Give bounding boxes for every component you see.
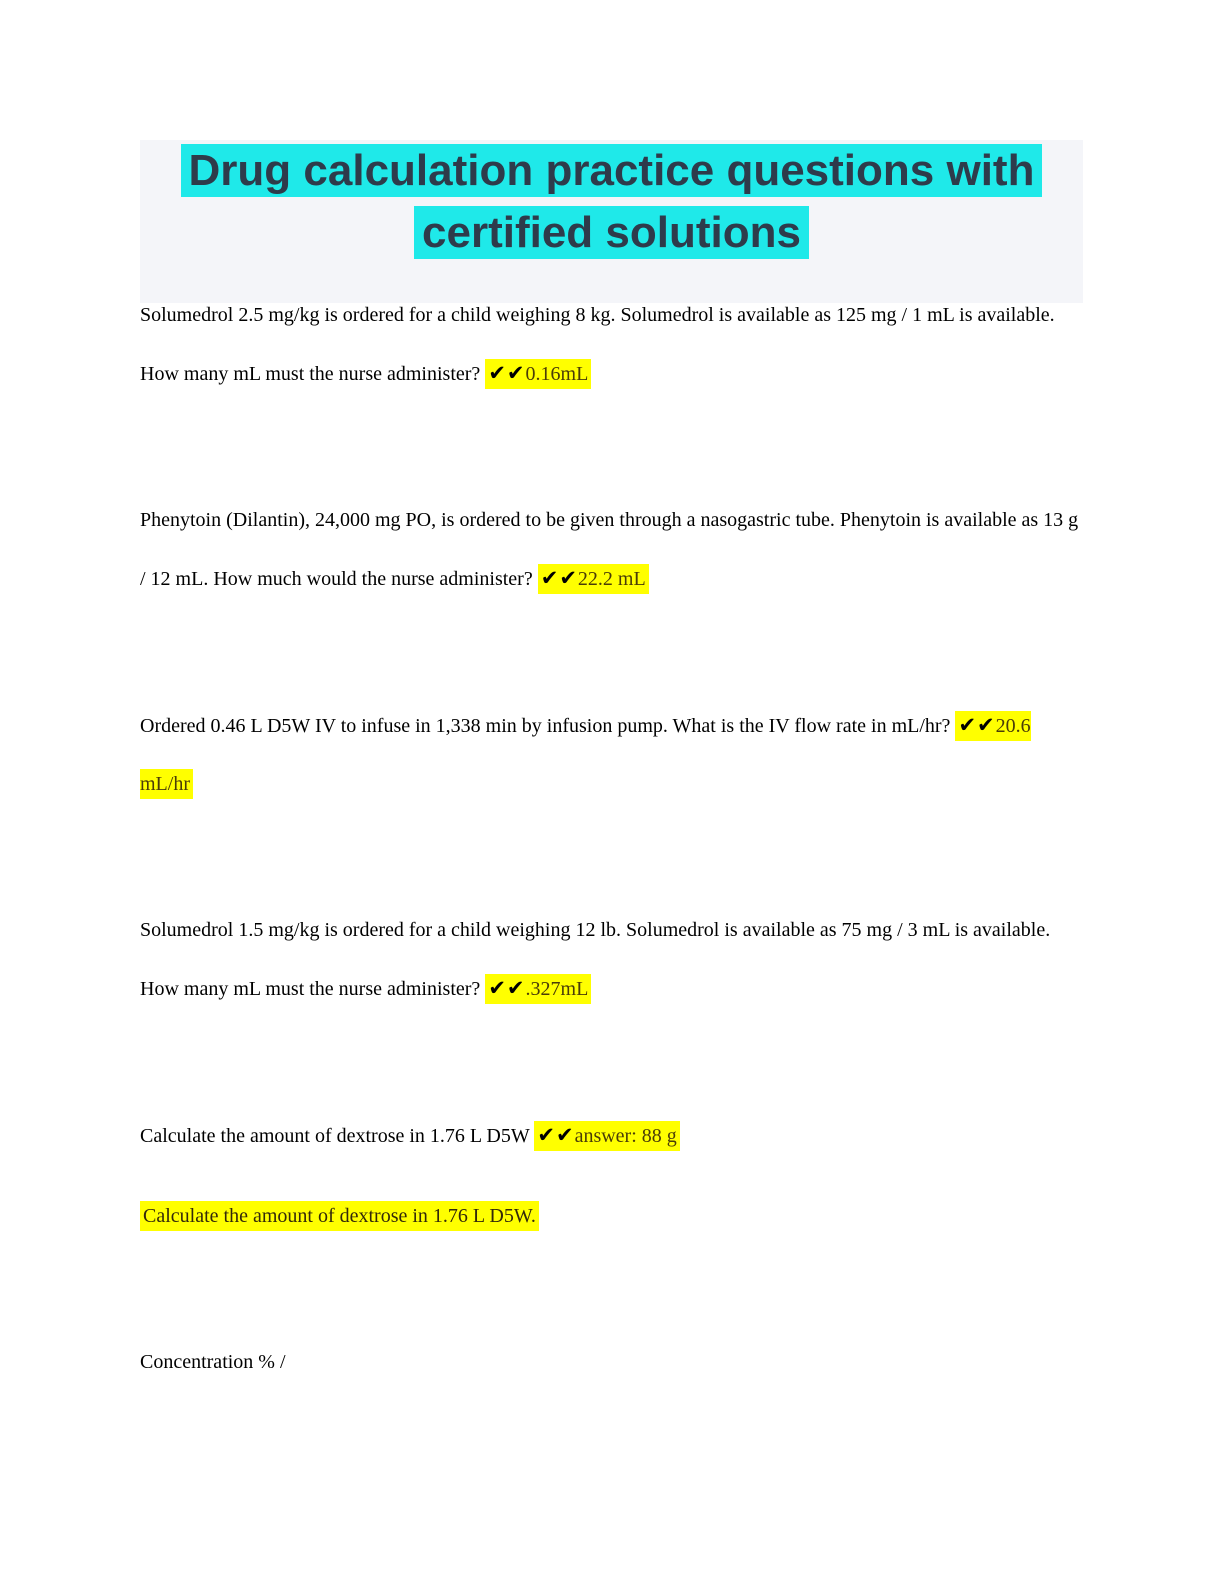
question-paragraph: Ordered 0.46 L D5W IV to infuse in 1,338… — [140, 696, 1080, 813]
question-paragraph: Calculate the amount of dextrose in 1.76… — [140, 1106, 1080, 1165]
question-text: Solumedrol 2.5 mg/kg is ordered for a ch… — [140, 304, 1055, 385]
question-paragraph: Solumedrol 1.5 mg/kg is ordered for a ch… — [140, 901, 1080, 1018]
answer-text: 0.16mL — [525, 363, 589, 385]
question-paragraph: Phenytoin (Dilantin), 24,000 mg PO, is o… — [140, 491, 1080, 608]
checkmark-icons: ✔✔ — [537, 1123, 575, 1147]
page-title: Drug calculation practice questions with… — [140, 140, 1083, 264]
answer-highlight: ✔✔.327mL — [485, 974, 592, 1004]
checkmark-icons: ✔✔ — [540, 566, 578, 590]
checkmark-icons: ✔✔ — [958, 713, 996, 737]
answer-text: .327mL — [525, 978, 589, 1000]
title-line-2: certified solutions — [414, 206, 809, 259]
answer-text: 22.2 mL — [577, 568, 646, 590]
question-text: Solumedrol 1.5 mg/kg is ordered for a ch… — [140, 919, 1051, 1000]
concentration-line: Concentration % / — [140, 1351, 286, 1373]
answer-highlight: ✔✔22.2 mL — [537, 564, 649, 594]
checkmark-icons: ✔✔ — [488, 976, 526, 1000]
question-text: Ordered 0.46 L D5W IV to infuse in 1,338… — [140, 715, 956, 737]
document-body: Solumedrol 2.5 mg/kg is ordered for a ch… — [140, 286, 1080, 1479]
checkmark-icons: ✔✔ — [488, 361, 526, 385]
question-text: Calculate the amount of dextrose in 1.76… — [140, 1125, 535, 1147]
question-text: Phenytoin (Dilantin), 24,000 mg PO, is o… — [140, 509, 1079, 590]
title-section: Drug calculation practice questions with… — [140, 140, 1083, 303]
answer-text: answer: 88 g — [574, 1125, 677, 1147]
highlighted-question-line: Calculate the amount of dextrose in 1.76… — [140, 1187, 1080, 1245]
answer-highlight: ✔✔answer: 88 g — [534, 1121, 680, 1151]
title-line-1: Drug calculation practice questions with — [180, 144, 1043, 197]
answer-text: 20.6 mL/hr — [140, 715, 1031, 795]
question-paragraph: Solumedrol 2.5 mg/kg is ordered for a ch… — [140, 286, 1080, 403]
answer-highlight: ✔✔0.16mL — [485, 359, 592, 389]
repeated-question-text: Calculate the amount of dextrose in 1.76… — [140, 1201, 539, 1231]
